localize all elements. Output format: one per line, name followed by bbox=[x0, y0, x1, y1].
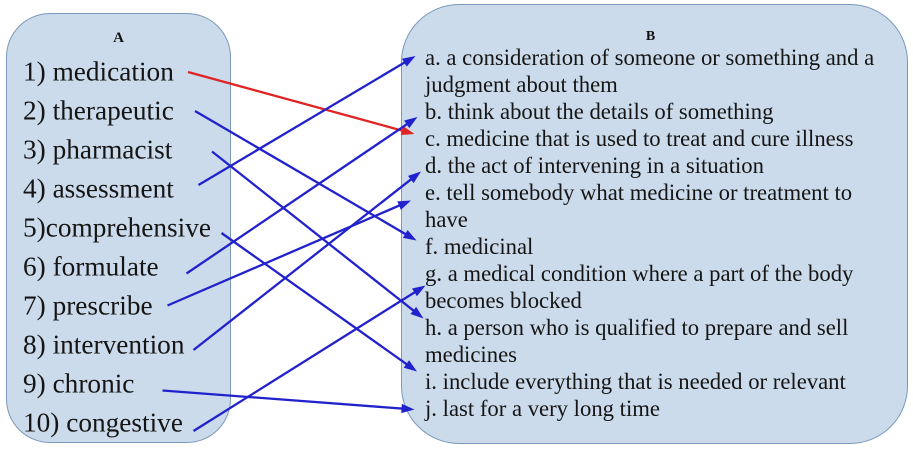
connector-7-to-e bbox=[167, 203, 402, 307]
connector-1-to-c bbox=[187, 70, 405, 133]
connector-2-to-f bbox=[194, 110, 408, 236]
term-8[interactable]: 8) intervention bbox=[23, 329, 185, 359]
definition-g[interactable]: g. a medical condition where a part of t… bbox=[425, 260, 854, 286]
definition-f[interactable]: f. medicinal bbox=[425, 233, 534, 259]
definition-b[interactable]: b. think about the details of something bbox=[425, 98, 774, 124]
definition-j[interactable]: j. last for a very long time bbox=[425, 395, 661, 421]
definition-h-cont: medicines bbox=[425, 341, 517, 367]
term-2[interactable]: 2) therapeutic bbox=[23, 95, 174, 125]
term-10[interactable]: 10) congestive bbox=[23, 407, 183, 437]
connector-10-to-g bbox=[192, 290, 417, 432]
term-6[interactable]: 6) formulate bbox=[23, 251, 159, 281]
arrowhead-5-to-i bbox=[403, 360, 417, 372]
term-1[interactable]: 1) medication bbox=[23, 56, 174, 86]
arrowhead-8-to-d bbox=[407, 171, 421, 184]
arrowhead-6-to-b bbox=[404, 117, 418, 129]
definition-a-cont: judgment about them bbox=[425, 71, 618, 97]
arrowhead-3-to-h bbox=[410, 306, 424, 319]
column-b-header: B bbox=[645, 29, 656, 44]
column-b-box: B bbox=[401, 4, 908, 444]
term-4[interactable]: 4) assessment bbox=[23, 173, 174, 203]
term-9[interactable]: 9) chronic bbox=[23, 368, 135, 398]
column-a-header: A bbox=[113, 30, 124, 46]
connector-4-to-a bbox=[197, 60, 407, 186]
connector-8-to-d bbox=[192, 177, 414, 351]
definition-i[interactable]: i. include everything that is needed or … bbox=[425, 368, 846, 394]
connector-6-to-b bbox=[185, 122, 410, 275]
arrowhead-7-to-e bbox=[397, 200, 411, 210]
connector-3-to-h bbox=[211, 150, 416, 313]
connector-5-to-i bbox=[220, 232, 409, 367]
definition-e-cont: have bbox=[425, 206, 468, 232]
term-5[interactable]: 5)comprehensive bbox=[23, 212, 211, 242]
arrowhead-4-to-a bbox=[401, 56, 416, 67]
definition-d[interactable]: d. the act of intervening in a situation bbox=[425, 152, 764, 178]
arrowhead-9-to-j bbox=[401, 403, 415, 414]
definition-e[interactable]: e. tell somebody what medicine or treatm… bbox=[425, 179, 853, 205]
arrowhead-1-to-c bbox=[400, 126, 415, 136]
term-3[interactable]: 3) pharmacist bbox=[23, 134, 173, 164]
definition-a[interactable]: a. a consideration of someone or somethi… bbox=[425, 44, 875, 70]
arrowhead-10-to-g bbox=[412, 285, 426, 297]
arrowhead-2-to-f bbox=[402, 229, 417, 241]
connector-9-to-j bbox=[162, 389, 404, 410]
definition-c[interactable]: c. medicine that is used to treat and cu… bbox=[425, 125, 854, 151]
definition-g-cont: becomes blocked bbox=[425, 287, 582, 313]
column-a-box: A bbox=[6, 13, 231, 443]
term-7[interactable]: 7) prescribe bbox=[23, 290, 153, 320]
definition-h[interactable]: h. a person who is qualified to prepare … bbox=[425, 314, 849, 340]
